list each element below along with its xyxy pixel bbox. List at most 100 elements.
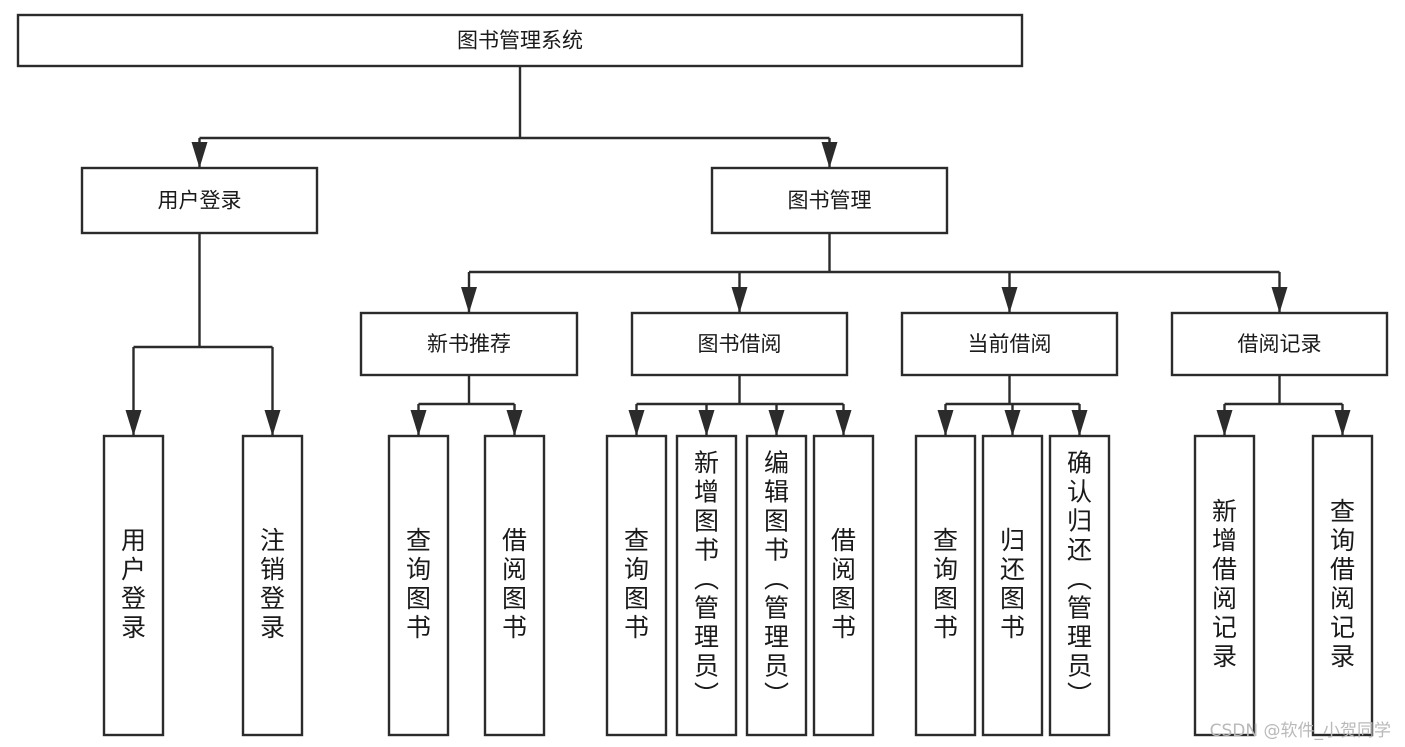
svg-text:图: 图 bbox=[406, 584, 431, 613]
leaf-box[interactable] bbox=[605, 434, 668, 737]
svg-text:户: 户 bbox=[121, 555, 146, 584]
leaf-box[interactable] bbox=[675, 434, 738, 737]
level3-node-3-label: 借阅记录 bbox=[1238, 332, 1322, 356]
svg-text:询: 询 bbox=[933, 555, 958, 584]
arrow-head-icon bbox=[628, 410, 645, 436]
svg-text:记: 记 bbox=[1212, 613, 1237, 642]
svg-text:︶: ︶ bbox=[694, 681, 719, 710]
svg-text:管: 管 bbox=[764, 594, 789, 623]
root-node-box bbox=[16, 13, 1024, 68]
arrow-head-icon bbox=[461, 287, 477, 313]
leaf-box[interactable] bbox=[387, 434, 450, 737]
svg-text:借: 借 bbox=[831, 526, 856, 555]
svg-text:书: 书 bbox=[694, 536, 719, 565]
level3-node-0-label: 新书推荐 bbox=[427, 332, 511, 356]
svg-text:︶: ︶ bbox=[1067, 681, 1092, 710]
leaf-box[interactable] bbox=[1311, 434, 1374, 737]
svg-text:管: 管 bbox=[1067, 594, 1092, 623]
arrow-head-icon bbox=[506, 410, 523, 436]
level2-node-0-box[interactable] bbox=[80, 166, 319, 235]
arrow-head-icon bbox=[264, 410, 281, 436]
level3-node-1-label: 图书借阅 bbox=[698, 332, 782, 356]
arrow-head-icon bbox=[821, 142, 838, 168]
arrow-head-icon bbox=[1001, 287, 1018, 313]
arrow-head-icon bbox=[125, 410, 142, 436]
level3-node-3-box[interactable] bbox=[1170, 311, 1389, 377]
svg-text:登: 登 bbox=[121, 584, 146, 613]
svg-text:书: 书 bbox=[502, 613, 527, 642]
level2-node-1-box[interactable] bbox=[710, 166, 949, 235]
svg-text:图: 图 bbox=[933, 584, 958, 613]
svg-text:图: 图 bbox=[624, 584, 649, 613]
arrow-head-icon bbox=[1271, 287, 1288, 313]
leaf-box[interactable] bbox=[812, 434, 875, 737]
leaf-box[interactable] bbox=[102, 434, 165, 737]
svg-text:询: 询 bbox=[1330, 526, 1355, 555]
leaf-box[interactable] bbox=[483, 434, 546, 737]
leaf-box[interactable] bbox=[1048, 434, 1111, 737]
arrow-head-icon bbox=[698, 410, 715, 436]
svg-text:登: 登 bbox=[260, 584, 285, 613]
svg-text:图: 图 bbox=[1000, 584, 1025, 613]
svg-text:归: 归 bbox=[1067, 507, 1092, 536]
svg-text:新: 新 bbox=[1212, 497, 1237, 526]
svg-text:书: 书 bbox=[1000, 613, 1025, 642]
svg-text:询: 询 bbox=[406, 555, 431, 584]
root-node-label: 图书管理系统 bbox=[457, 29, 583, 53]
svg-text:书: 书 bbox=[831, 613, 856, 642]
node-layer: 图书管理系统用户登录图书管理新书推荐图书借阅当前借阅借阅记录用户登录注销登录查询… bbox=[16, 13, 1389, 737]
svg-text:查: 查 bbox=[1330, 497, 1355, 526]
svg-text:归: 归 bbox=[1000, 526, 1025, 555]
svg-text:图: 图 bbox=[694, 507, 719, 536]
svg-text:询: 询 bbox=[624, 555, 649, 584]
svg-text:图: 图 bbox=[831, 584, 856, 613]
connector-layer bbox=[125, 66, 1351, 436]
svg-text:图: 图 bbox=[502, 584, 527, 613]
arrow-head-icon bbox=[835, 410, 852, 436]
svg-text:员: 员 bbox=[1067, 652, 1092, 681]
arrow-head-icon bbox=[768, 410, 785, 436]
svg-text:销: 销 bbox=[260, 555, 285, 584]
leaf-box[interactable] bbox=[1193, 434, 1256, 737]
svg-text:查: 查 bbox=[406, 526, 431, 555]
arrow-head-icon bbox=[1004, 410, 1021, 436]
arrow-head-icon bbox=[191, 142, 208, 168]
arrow-head-icon bbox=[937, 410, 954, 436]
svg-text:录: 录 bbox=[260, 613, 285, 642]
level3-node-0-box[interactable] bbox=[359, 311, 579, 377]
leaf-box[interactable] bbox=[981, 434, 1044, 737]
svg-text:借: 借 bbox=[1212, 555, 1237, 584]
svg-text:辑: 辑 bbox=[764, 478, 789, 507]
arrow-head-icon bbox=[731, 287, 748, 313]
leaf-box[interactable] bbox=[745, 434, 808, 737]
svg-text:借: 借 bbox=[502, 526, 527, 555]
svg-text:︵: ︵ bbox=[1067, 565, 1092, 594]
svg-text:︵: ︵ bbox=[694, 565, 719, 594]
svg-text:︵: ︵ bbox=[764, 565, 789, 594]
svg-text:查: 查 bbox=[624, 526, 649, 555]
svg-text:借: 借 bbox=[1330, 555, 1355, 584]
svg-text:查: 查 bbox=[933, 526, 958, 555]
svg-text:员: 员 bbox=[764, 652, 789, 681]
level2-node-1-label: 图书管理 bbox=[788, 189, 872, 213]
svg-text:书: 书 bbox=[764, 536, 789, 565]
svg-text:确: 确 bbox=[1067, 449, 1092, 478]
svg-text:理: 理 bbox=[764, 623, 789, 652]
svg-text:︶: ︶ bbox=[764, 681, 789, 710]
svg-text:新: 新 bbox=[694, 449, 719, 478]
level2-node-0-label: 用户登录 bbox=[158, 189, 242, 213]
svg-text:阅: 阅 bbox=[831, 555, 856, 584]
level3-node-1-box[interactable] bbox=[630, 311, 849, 377]
svg-text:录: 录 bbox=[1212, 642, 1237, 671]
leaf-box[interactable] bbox=[914, 434, 977, 737]
leaf-box[interactable] bbox=[241, 434, 304, 737]
svg-text:管: 管 bbox=[694, 594, 719, 623]
svg-text:编: 编 bbox=[764, 449, 789, 478]
svg-text:阅: 阅 bbox=[1212, 584, 1237, 613]
level3-node-2-box[interactable] bbox=[900, 311, 1119, 377]
